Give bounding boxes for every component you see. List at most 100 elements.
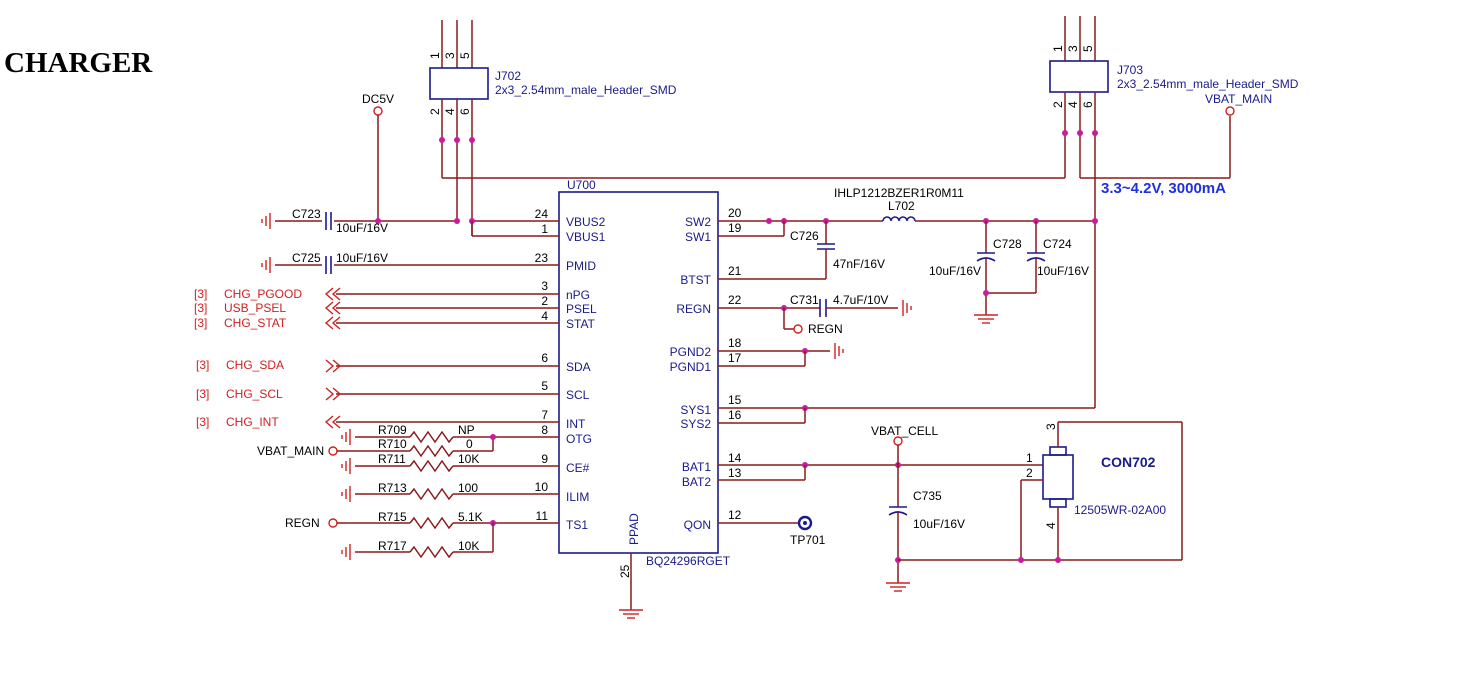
pin-num-11: 11: [536, 509, 549, 523]
pin-int: INT: [566, 417, 586, 431]
pin-bat2: BAT2: [682, 475, 711, 489]
pin-num-23: 23: [535, 251, 549, 265]
pin-num-2: 2: [541, 294, 548, 308]
ic-body: [558, 191, 719, 554]
r713-value: 100: [458, 481, 478, 495]
pin-sda: SDA: [566, 360, 591, 374]
pin-scl: SCL: [566, 388, 590, 402]
pin-num-18: 18: [728, 336, 742, 350]
vbat-main-port-icon: [328, 446, 338, 456]
pin-num-9: 9: [541, 452, 548, 466]
ic-part: BQ24296RGET: [646, 554, 731, 568]
j702-pin-6: 6: [458, 108, 472, 115]
chg-pgood-label: CHG_PGOOD: [224, 287, 302, 301]
con702-part: 12505WR-02A00: [1074, 503, 1166, 517]
ground-icon: [834, 342, 844, 360]
chg-stat-label: CHG_STAT: [224, 316, 287, 330]
r710-ref: R710: [378, 437, 407, 451]
offsheet-ref: [3]: [196, 387, 209, 401]
j703-pin-4: 4: [1066, 101, 1080, 108]
offsheet-ref: [3]: [194, 287, 207, 301]
left-vbat-main-label: VBAT_MAIN: [257, 444, 324, 458]
j702-part: 2x3_2.54mm_male_Header_SMD: [495, 83, 677, 97]
pin-num-14: 14: [728, 451, 742, 465]
pin-pgnd1: PGND1: [670, 360, 712, 374]
pin-qon: QON: [684, 518, 711, 532]
pin-num-4: 4: [541, 309, 548, 323]
vbat-main-port-icon: [1225, 106, 1235, 116]
pin-num-10: 10: [535, 480, 549, 494]
offsheet-ref: [3]: [194, 316, 207, 330]
j703-pin-6: 6: [1081, 101, 1095, 108]
pin-num-17: 17: [728, 351, 742, 365]
con702-pin-1: 1: [1026, 451, 1033, 465]
pin-otg: OTG: [566, 432, 592, 446]
c735-ref: C735: [913, 489, 942, 503]
j702-pin-5: 5: [458, 52, 472, 59]
pin-num-19: 19: [728, 221, 742, 235]
ground-icon: [973, 314, 999, 324]
c724-value: 10uF/16V: [1037, 264, 1089, 278]
pin-ilim: ILIM: [566, 490, 589, 504]
r713-ref: R713: [378, 481, 407, 495]
pin-num-21: 21: [728, 264, 742, 278]
left-regn-label: REGN: [285, 516, 320, 530]
pin-ppad: PPAD: [627, 513, 641, 545]
ground-icon: [902, 299, 912, 317]
pin-regn: REGN: [676, 302, 711, 316]
pin-num-16: 16: [728, 408, 742, 422]
vbat-cell-port-icon: [893, 436, 903, 446]
pin-num-12: 12: [728, 508, 742, 522]
j702-pin-4: 4: [443, 108, 457, 115]
j703-pin-5: 5: [1081, 45, 1095, 52]
ground-icon: [341, 457, 351, 475]
off-sheet-signals: [3] CHG_PGOOD [3] USB_PSEL [3] CHG_STAT …: [194, 287, 342, 429]
j703-ref: J703: [1117, 63, 1143, 77]
j703-part: 2x3_2.54mm_male_Header_SMD: [1117, 77, 1299, 91]
c735-value: 10uF/16V: [913, 517, 965, 531]
pin-sys2: SYS2: [680, 417, 711, 431]
pin-num-13: 13: [728, 466, 742, 480]
connector-con702: 3 1 2 4 CON702 12505WR-02A00: [898, 421, 1183, 563]
offsheet-ref: [3]: [194, 301, 207, 315]
pin-num-8: 8: [541, 423, 548, 437]
chg-int-label: CHG_INT: [226, 415, 279, 429]
pin-num-15: 15: [728, 393, 742, 407]
r709-value: NP: [458, 423, 475, 437]
j702-ref: J702: [495, 69, 521, 83]
tp701-label: TP701: [790, 533, 826, 547]
j703-pin-2: 2: [1051, 101, 1065, 108]
ic-right-pins: 20 SW2 19 SW1 21 BTST 22 REGN 18 PGND2 1…: [670, 206, 742, 532]
pin-sw1: SW1: [685, 230, 711, 244]
ground-icon: [341, 543, 351, 561]
page-title: CHARGER: [4, 47, 153, 79]
inductor-ref: L702: [888, 199, 915, 213]
r711-value: 10K: [458, 452, 479, 466]
j702-pin-3: 3: [443, 52, 457, 59]
ic-left-pin-lines: [330, 220, 559, 524]
pin-num-1: 1: [541, 222, 548, 236]
c723-ref: C723: [292, 207, 321, 221]
j702-pin-1: 1: [428, 52, 442, 59]
pin-npg: nPG: [566, 288, 590, 302]
c728-value: 10uF/16V: [929, 264, 981, 278]
pin-num-6: 6: [541, 351, 548, 365]
dc5v-port-icon: [373, 106, 383, 116]
c724-ref: C724: [1043, 237, 1072, 251]
c731-ref: C731: [790, 293, 819, 307]
ic-right-pin-lines: [718, 220, 1095, 524]
con702-pin-2: 2: [1026, 466, 1033, 480]
pin-psel: PSEL: [566, 302, 597, 316]
pin-vbus2: VBUS2: [566, 215, 606, 229]
ground-icon: [261, 256, 271, 274]
ground-icon: [261, 212, 271, 230]
c731-value: 4.7uF/10V: [833, 293, 888, 307]
j703-pin-3: 3: [1066, 45, 1080, 52]
ground-icon: [618, 609, 644, 619]
r710-value: 0: [466, 437, 473, 451]
c726-value: 47nF/16V: [833, 257, 885, 271]
r709-ref: R709: [378, 423, 407, 437]
pin-num-20: 20: [728, 206, 742, 220]
header-j702: 1 3 5 2 4 6 J702 2x3_2.54mm_male_Header_…: [428, 20, 677, 236]
pin-pgnd2: PGND2: [670, 345, 712, 359]
